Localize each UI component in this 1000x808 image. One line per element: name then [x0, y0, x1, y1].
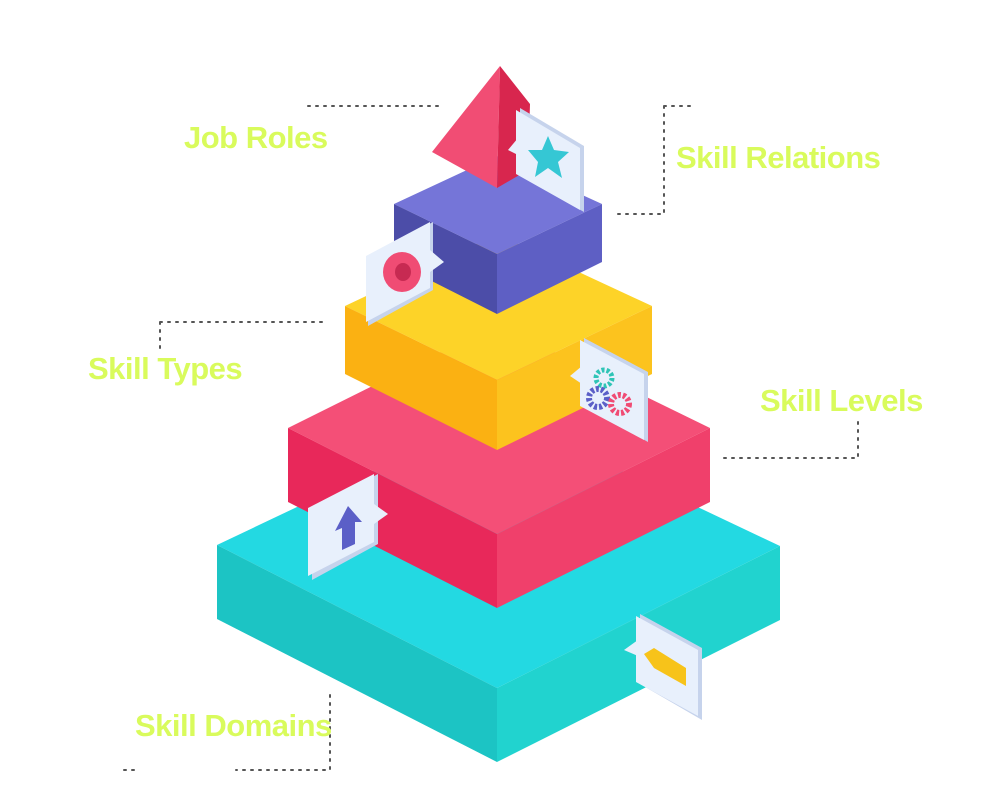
gears-icon	[586, 367, 632, 416]
arrow-up-card	[308, 474, 388, 580]
star-card	[508, 108, 584, 212]
gears-card	[570, 338, 648, 442]
label-skill-domains: Skill Domains	[135, 708, 332, 743]
label-skill-types: Skill Types	[88, 351, 243, 386]
tier-right-side	[497, 428, 710, 608]
tier-left-side	[288, 428, 497, 608]
tier-left-side	[345, 306, 497, 450]
leader-lines	[123, 105, 859, 771]
target-icon	[383, 252, 421, 292]
arrow-up-icon	[335, 506, 362, 550]
leader-skill-types	[159, 321, 323, 349]
star-icon	[528, 136, 569, 178]
leader-skill-levels	[723, 421, 859, 459]
label-job-roles: Job Roles	[184, 120, 328, 155]
tier-left-side	[217, 545, 497, 762]
tier-job-roles	[432, 66, 530, 188]
arrow-left-icon	[644, 648, 686, 686]
leader-skill-domains	[123, 694, 331, 771]
label-skill-relations: Skill Relations	[676, 140, 881, 175]
label-skill-levels: Skill Levels	[760, 383, 923, 418]
tip-left-face	[432, 66, 500, 188]
target-card	[366, 222, 444, 326]
tier-right-side	[497, 204, 602, 314]
arrow-left-card	[624, 614, 702, 720]
